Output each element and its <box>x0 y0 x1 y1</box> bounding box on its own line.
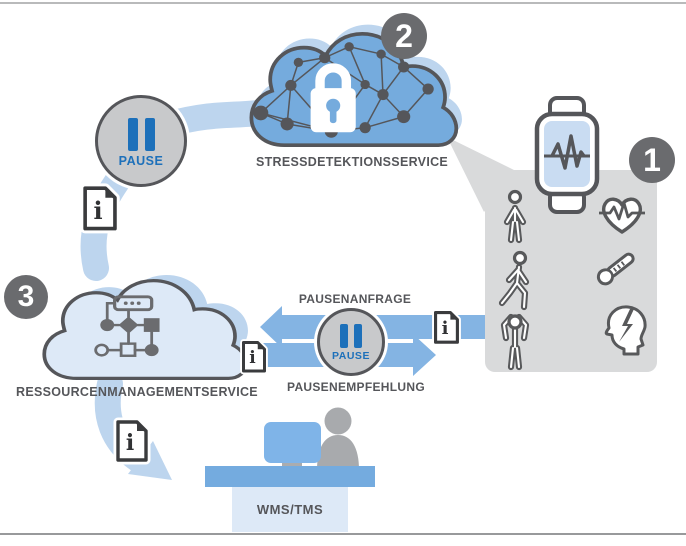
monitor-stand <box>282 460 302 470</box>
desk-top <box>205 466 375 487</box>
wms-tms-label: WMS/TMS <box>256 502 324 517</box>
badge-step-2: 2 <box>381 13 427 59</box>
pause-label: PAUSE <box>118 154 164 168</box>
stress-service-label: STRESSDETEKTIONSSERVICE <box>255 155 449 169</box>
head-lightning-icon <box>604 305 647 356</box>
sensor-panel-tail <box>447 137 516 212</box>
info-document-letter: i <box>93 195 103 225</box>
badge-step-3: 3 <box>4 275 48 319</box>
desk-operator-icon <box>205 407 375 532</box>
thermometer-icon <box>596 252 635 286</box>
info-document-letter: i <box>125 429 135 456</box>
stressed-person-icon <box>504 316 526 367</box>
resource-service-label: RESSOURCENMANAGEMENTSERVICE <box>16 385 258 399</box>
pause-button-large: PAUSE <box>95 95 187 187</box>
info-document-letter: i <box>249 348 256 368</box>
workflow-icon <box>94 295 160 357</box>
resource-cloud <box>42 274 260 381</box>
bottom-divider <box>0 533 686 535</box>
heart-pulse-icon <box>599 197 645 234</box>
monitor <box>264 422 321 463</box>
pause-recommendation-label: PAUSENEMPFEHLUNG <box>287 380 425 394</box>
operator-head <box>324 407 352 435</box>
top-divider <box>0 2 686 4</box>
info-document-letter: i <box>441 318 449 339</box>
pause-button-small: PAUSE <box>317 308 385 376</box>
standing-person-icon <box>507 189 523 241</box>
padlock-icon <box>310 63 356 133</box>
stress-cloud <box>249 24 462 148</box>
pause-icon <box>127 118 155 151</box>
pause-request-label: PAUSENANFRAGE <box>298 292 412 306</box>
pause-icon <box>340 324 362 348</box>
desk-front <box>232 487 348 532</box>
pause-label: PAUSE <box>332 350 370 362</box>
operator-body <box>317 435 359 470</box>
badge-step-1: 1 <box>629 137 675 183</box>
walking-person-icon <box>502 250 526 308</box>
smartwatch-icon <box>534 96 600 214</box>
